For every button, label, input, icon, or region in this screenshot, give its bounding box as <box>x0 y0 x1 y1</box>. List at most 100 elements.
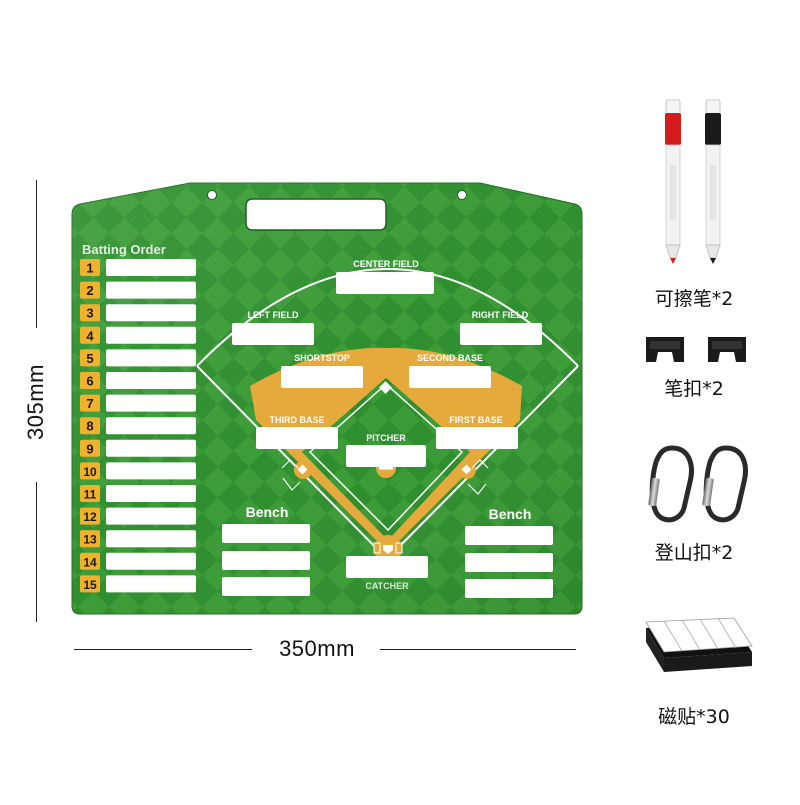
board-handle <box>245 198 387 231</box>
slot-first-base[interactable] <box>436 427 518 449</box>
pen-clips <box>646 337 746 362</box>
label-shortstop: SHORTSTOP <box>294 353 350 363</box>
batting-number: 2 <box>86 283 93 298</box>
bench-left-slot[interactable] <box>222 551 310 570</box>
batting-slot[interactable] <box>106 552 196 570</box>
slot-center-field[interactable] <box>336 272 434 294</box>
bench-right-label: Bench <box>489 506 532 522</box>
batting-number-badge <box>80 326 100 344</box>
label-left-field: LEFT FIELD <box>248 310 299 320</box>
batting-number-badge <box>80 530 100 548</box>
batting-slot[interactable] <box>106 485 196 502</box>
pen-clip-icon <box>708 337 746 362</box>
label-center-field: CENTER FIELD <box>353 259 419 269</box>
carabiners <box>648 445 748 523</box>
batting-number-badge <box>80 575 100 593</box>
hanging-hole-right <box>457 190 467 200</box>
batting-slot[interactable] <box>106 372 196 389</box>
height-dimension: 305mm <box>22 180 52 622</box>
bench-left: Bench <box>222 504 310 596</box>
position-slots: CENTER FIELD LEFT FIELD RIGHT FIELD SHOR… <box>232 259 542 591</box>
label-third-base: THIRD BASE <box>269 415 324 425</box>
magnet-strips-icon <box>645 617 753 672</box>
batting-number: 13 <box>83 533 97 547</box>
batting-number: 8 <box>86 419 93 434</box>
bench-right: Bench <box>465 506 553 598</box>
batting-slot[interactable] <box>106 417 196 435</box>
batting-number-badge <box>80 304 100 322</box>
batting-number-badge <box>80 417 100 435</box>
slot-left-field[interactable] <box>232 323 314 345</box>
batting-number: 6 <box>86 374 93 389</box>
bench-right-slot[interactable] <box>465 526 553 545</box>
batting-number-badge <box>80 372 100 389</box>
batting-slot[interactable] <box>106 394 196 412</box>
batting-number: 1 <box>86 261 93 276</box>
slot-shortstop[interactable] <box>281 366 363 388</box>
batting-number: 9 <box>86 441 93 456</box>
batting-number: 10 <box>83 465 97 479</box>
batting-number-badge <box>80 552 100 570</box>
batting-slot[interactable] <box>106 575 196 593</box>
batting-slot[interactable] <box>106 349 196 367</box>
batting-slot[interactable] <box>106 530 196 548</box>
slot-third-base[interactable] <box>256 427 338 449</box>
bench-left-slot[interactable] <box>222 524 310 543</box>
batting-slot[interactable] <box>106 462 196 480</box>
magnets-caption: 磁贴*30 <box>658 706 730 728</box>
carabiner-icon <box>648 445 694 523</box>
bench-left-slot[interactable] <box>222 577 310 596</box>
width-label: 350mm <box>279 636 355 661</box>
black-marker-icon <box>705 99 721 264</box>
batting-order-title: Batting Order <box>82 242 166 257</box>
carabiner-icon <box>702 445 748 523</box>
batting-number-badge <box>80 259 100 276</box>
dry-erase-markers <box>665 99 721 264</box>
batting-number-badge <box>80 394 100 412</box>
outfield-arc <box>196 268 579 367</box>
label-catcher: CATCHER <box>365 581 409 591</box>
batting-number-badge <box>80 349 100 367</box>
label-second-base: SECOND BASE <box>417 353 483 363</box>
batting-number: 11 <box>84 488 97 502</box>
batting-number: 5 <box>86 351 93 366</box>
second-base-bag <box>379 381 392 394</box>
width-dimension: 350mm <box>70 636 580 662</box>
slot-second-base[interactable] <box>409 366 491 388</box>
batting-slot[interactable] <box>106 304 196 322</box>
markers-caption: 可擦笔*2 <box>654 288 734 310</box>
bench-right-slot[interactable] <box>465 579 553 598</box>
batting-slot[interactable] <box>106 281 196 299</box>
batting-number: 4 <box>86 328 94 343</box>
batting-number-badge <box>80 485 100 502</box>
batting-number: 14 <box>83 555 97 569</box>
batting-slot[interactable] <box>106 326 196 344</box>
batting-number-badge <box>80 439 100 457</box>
slot-pitcher[interactable] <box>346 445 426 467</box>
batting-slot[interactable] <box>106 507 196 525</box>
label-right-field: RIGHT FIELD <box>472 310 529 320</box>
batting-number-badge <box>80 507 100 525</box>
pen-clip-icon <box>646 337 684 362</box>
red-marker-icon <box>665 99 681 264</box>
batting-slot[interactable] <box>106 259 196 276</box>
carabiners-caption: 登山扣*2 <box>654 542 734 564</box>
slot-catcher[interactable] <box>346 556 428 578</box>
batting-number: 7 <box>86 396 93 411</box>
batting-number: 3 <box>86 306 93 321</box>
bench-left-label: Bench <box>246 504 289 520</box>
pen-clips-caption: 笔扣*2 <box>664 378 724 400</box>
batting-number-badge <box>80 281 100 299</box>
label-pitcher: PITCHER <box>366 433 406 443</box>
batting-number-badge <box>80 462 100 480</box>
batting-slot[interactable] <box>106 439 196 457</box>
height-label: 305mm <box>23 364 48 440</box>
bench-right-slot[interactable] <box>465 553 553 572</box>
label-first-base: FIRST BASE <box>449 415 503 425</box>
slot-right-field[interactable] <box>460 323 542 345</box>
hanging-hole-left <box>207 190 217 200</box>
